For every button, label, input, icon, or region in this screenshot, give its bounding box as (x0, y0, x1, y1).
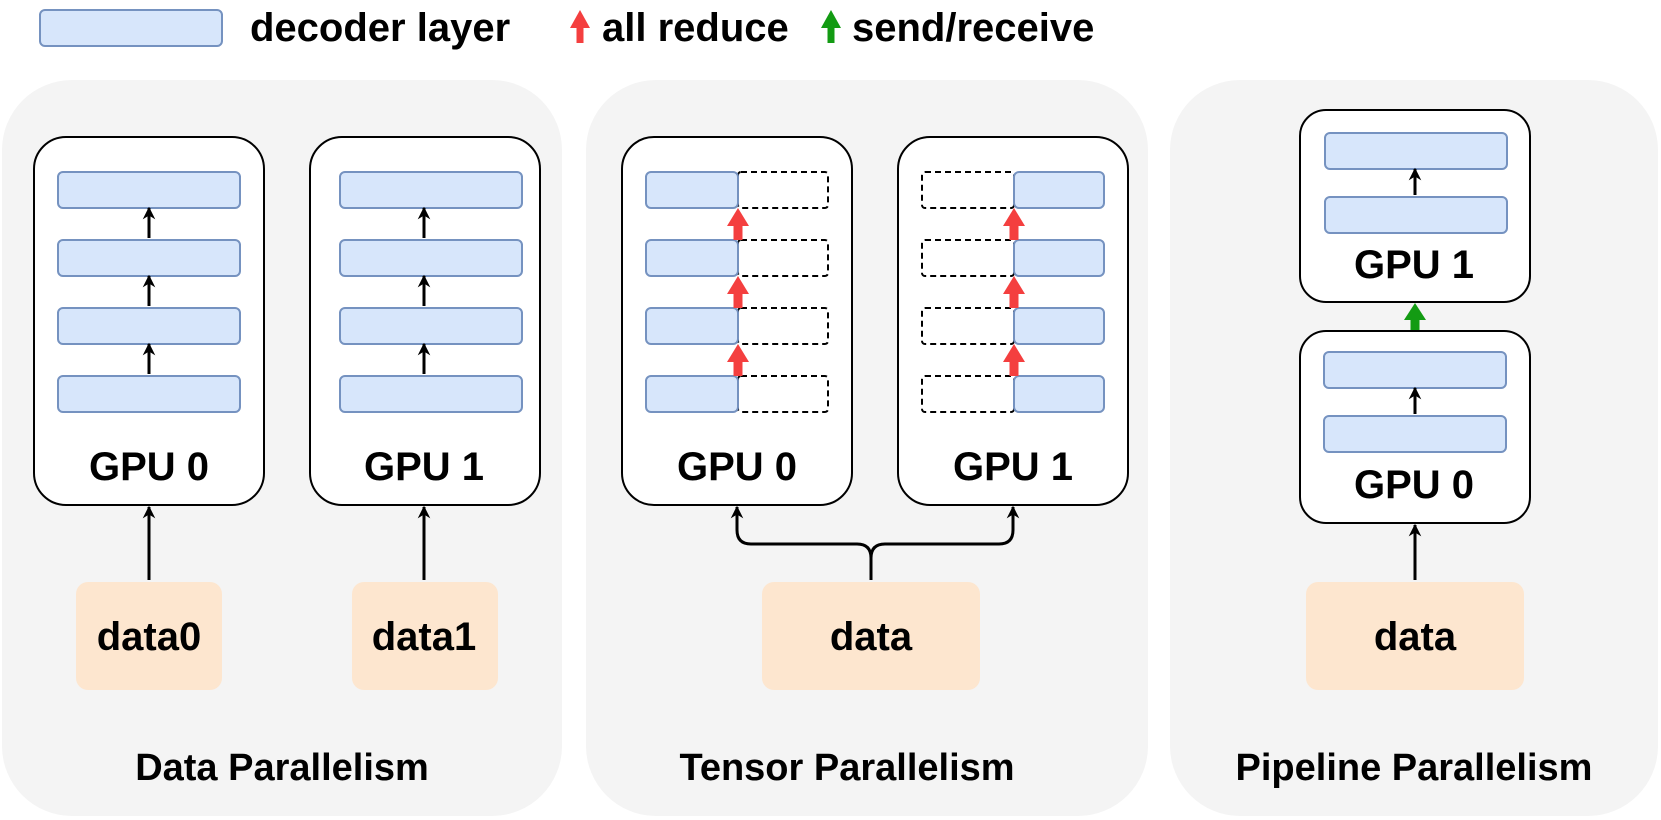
decoder-layer-shard (645, 171, 739, 209)
panel-title: Pipeline Parallelism (1236, 747, 1593, 789)
gpu1-label: GPU 1 (1354, 243, 1474, 287)
decoder-layer (57, 239, 241, 277)
gpu1-box: GPU 1 (897, 136, 1129, 506)
decoder-layer-shard (645, 375, 739, 413)
decoder-layer-shard (645, 307, 739, 345)
decoder-layer (339, 375, 523, 413)
legend: decoder layer all reduce send/receive (39, 6, 1094, 50)
data0-label: data0 (97, 615, 202, 659)
decoder-layer (1324, 196, 1508, 234)
gpu0-box: GPU 0 (1299, 330, 1531, 524)
gpu0-box: GPU 0 (33, 136, 265, 506)
allreduce-arrow (727, 276, 749, 308)
allreduce-arrow (1003, 208, 1025, 240)
panel-title: Data Parallelism (135, 747, 429, 789)
legend-sendrecv-icon (821, 10, 841, 43)
gpu1-label: GPU 1 (953, 445, 1073, 489)
sendrecv-arrow (1404, 303, 1426, 331)
legend-decoder-label: decoder layer (250, 6, 510, 50)
decoder-layer-shard (1013, 307, 1105, 345)
decoder-layer (1323, 351, 1507, 389)
decoder-layer (57, 307, 241, 345)
decoder-layer-shard-empty (737, 171, 829, 209)
decoder-layer (1324, 132, 1508, 170)
decoder-layer (1323, 415, 1507, 453)
legend-decoder-swatch (39, 9, 223, 47)
legend-allreduce-icon (570, 10, 590, 43)
decoder-layer (339, 171, 523, 209)
decoder-layer-shard-empty (737, 375, 829, 413)
data1-label: data1 (372, 615, 477, 659)
legend-allreduce-label: all reduce (602, 6, 789, 50)
decoder-layer-shard-empty (737, 307, 829, 345)
data1-box (352, 582, 498, 690)
gpu0-label: GPU 0 (1354, 463, 1474, 507)
gpu0-box: GPU 0 (621, 136, 853, 506)
decoder-layer-shard (1013, 171, 1105, 209)
gpu0-label: GPU 0 (89, 445, 209, 489)
panel-title: Tensor Parallelism (679, 747, 1014, 789)
decoder-layer (339, 239, 523, 277)
gpu1-box: GPU 1 (1299, 109, 1531, 303)
data-box (1306, 582, 1524, 690)
allreduce-arrow (727, 208, 749, 240)
data-label: data (1374, 615, 1457, 659)
decoder-layer-shard-empty (737, 239, 829, 277)
decoder-layer (57, 375, 241, 413)
branch-arrow-right (869, 505, 1020, 580)
decoder-layer-shard (1013, 239, 1105, 277)
gpu1-box: GPU 1 (309, 136, 541, 506)
decoder-layer-shard (1013, 375, 1105, 413)
data-label: data (830, 615, 913, 659)
decoder-layer (57, 171, 241, 209)
allreduce-arrow (727, 344, 749, 376)
gpu1-label: GPU 1 (364, 445, 484, 489)
allreduce-arrow (1003, 344, 1025, 376)
tensor-parallelism-panel: GPU 0 GPU 1 data Tensor Parallelism (586, 80, 1148, 816)
data-box (762, 582, 980, 690)
decoder-layer-shard (645, 239, 739, 277)
pipeline-parallelism-panel: GPU 1 GPU 0 data Pipeline Parallelism (1170, 80, 1658, 816)
decoder-layer (339, 307, 523, 345)
gpu0-label: GPU 0 (677, 445, 797, 489)
data0-box (76, 582, 222, 690)
legend-sendrecv-label: send/receive (852, 6, 1094, 50)
data-parallelism-panel: GPU 0 GPU 1 data0 data1 Data Parallelism (2, 80, 562, 816)
allreduce-arrow (1003, 276, 1025, 308)
